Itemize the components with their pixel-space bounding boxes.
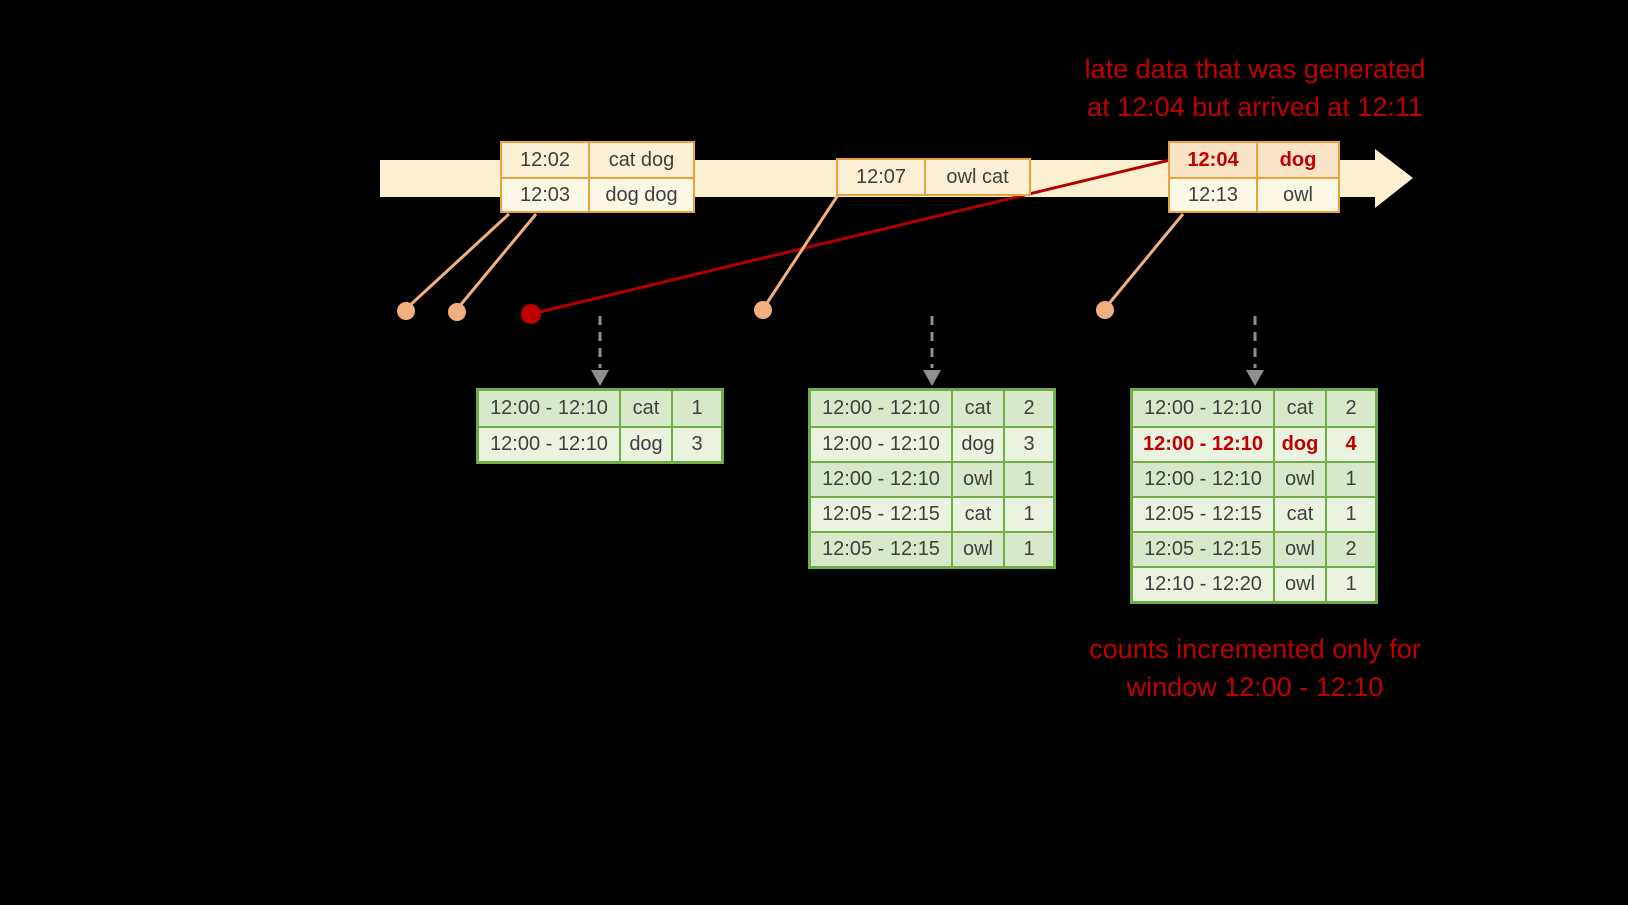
event-row-late: 12:04 dog bbox=[1170, 143, 1338, 177]
table-row: 12:00 - 12:10 cat 2 bbox=[1133, 391, 1375, 426]
leader-line-1213 bbox=[1105, 213, 1185, 307]
timeline-arrowhead-icon bbox=[1375, 149, 1413, 208]
word-cell: dog bbox=[953, 428, 1005, 461]
window-cell: 12:10 - 12:20 bbox=[1133, 568, 1275, 601]
trigger-arrowhead-icon-2 bbox=[923, 370, 941, 386]
window-cell: 12:00 - 12:10 bbox=[811, 428, 953, 461]
table-row: 12:05 - 12:15 owl 2 bbox=[1133, 531, 1375, 566]
window-cell: 12:00 - 12:10 bbox=[811, 391, 953, 426]
event-words: dog bbox=[1258, 143, 1338, 177]
event-time: 12:02 bbox=[502, 143, 590, 177]
word-cell: owl bbox=[1275, 568, 1327, 601]
arrival-dot-1202 bbox=[397, 302, 415, 320]
trigger-arrowhead-icon-3 bbox=[1246, 370, 1264, 386]
event-time: 12:04 bbox=[1170, 143, 1258, 177]
event-words: cat dog bbox=[590, 143, 693, 177]
window-cell: 12:00 - 12:10 bbox=[1133, 428, 1275, 461]
word-cell: owl bbox=[1275, 463, 1327, 496]
count-cell: 4 bbox=[1327, 428, 1375, 461]
word-cell: owl bbox=[1275, 533, 1327, 566]
arrival-dot-1203 bbox=[448, 303, 466, 321]
trigger-arrows bbox=[598, 316, 1257, 368]
counts-annotation-line1: counts incremented only for bbox=[1089, 634, 1421, 664]
late-data-line bbox=[530, 158, 1171, 316]
window-cell: 12:00 - 12:10 bbox=[811, 463, 953, 496]
event-box-1202-1203: 12:02 cat dog 12:03 dog dog bbox=[500, 141, 695, 213]
trigger-arrowheads bbox=[591, 370, 1264, 386]
table-row: 12:05 - 12:15 cat 1 bbox=[811, 496, 1053, 531]
window-cell: 12:00 - 12:10 bbox=[1133, 391, 1275, 426]
event-row: 12:02 cat dog bbox=[502, 143, 693, 177]
arrival-dot-1207 bbox=[754, 301, 772, 319]
count-cell: 2 bbox=[1005, 391, 1053, 426]
late-data-annotation: late data that was generated at 12:04 bu… bbox=[1020, 50, 1490, 126]
counts-incremented-annotation: counts incremented only for window 12:00… bbox=[1020, 630, 1490, 706]
table-row-updated-late: 12:00 - 12:10 dog 4 bbox=[1133, 426, 1375, 461]
count-cell: 3 bbox=[1005, 428, 1053, 461]
window-cell: 12:00 - 12:10 bbox=[1133, 463, 1275, 496]
window-cell: 12:05 - 12:15 bbox=[1133, 533, 1275, 566]
count-cell: 1 bbox=[1005, 463, 1053, 496]
late-data-annotation-line1: late data that was generated bbox=[1084, 54, 1426, 84]
event-words: owl bbox=[1258, 179, 1338, 211]
table-row: 12:10 - 12:20 owl 1 bbox=[1133, 566, 1375, 601]
word-cell: dog bbox=[1275, 428, 1327, 461]
table-row: 12:00 - 12:10 owl 1 bbox=[1133, 461, 1375, 496]
trigger-arrowhead-icon-1 bbox=[591, 370, 609, 386]
event-row: 12:03 dog dog bbox=[502, 177, 693, 211]
leader-line-1207 bbox=[763, 194, 840, 307]
word-cell: dog bbox=[621, 428, 673, 461]
count-cell: 1 bbox=[1327, 498, 1375, 531]
word-cell: owl bbox=[953, 533, 1005, 566]
counts-annotation-line2: window 12:00 - 12:10 bbox=[1126, 672, 1384, 702]
table-row: 12:05 - 12:15 owl 1 bbox=[811, 531, 1053, 566]
event-box-1207: 12:07 owl cat bbox=[836, 158, 1031, 196]
late-data-annotation-line2: at 12:04 but arrived at 12:11 bbox=[1087, 92, 1423, 122]
table-row: 12:00 - 12:10 cat 1 bbox=[479, 391, 721, 426]
count-cell: 1 bbox=[1327, 463, 1375, 496]
table-row: 12:00 - 12:10 owl 1 bbox=[811, 461, 1053, 496]
window-cell: 12:00 - 12:10 bbox=[479, 428, 621, 461]
word-cell: cat bbox=[1275, 391, 1327, 426]
count-cell: 1 bbox=[1005, 498, 1053, 531]
word-cell: cat bbox=[953, 391, 1005, 426]
table-row: 12:00 - 12:10 dog 3 bbox=[811, 426, 1053, 461]
event-time: 12:07 bbox=[838, 160, 926, 194]
word-cell: cat bbox=[953, 498, 1005, 531]
count-cell: 3 bbox=[673, 428, 721, 461]
word-cell: cat bbox=[1275, 498, 1327, 531]
count-cell: 1 bbox=[1005, 533, 1053, 566]
window-cell: 12:05 - 12:15 bbox=[811, 498, 953, 531]
count-cell: 2 bbox=[1327, 391, 1375, 426]
result-table-3: 12:00 - 12:10 cat 2 12:00 - 12:10 dog 4 … bbox=[1130, 388, 1378, 604]
late-arrival-dot-1204 bbox=[521, 304, 541, 324]
count-cell: 1 bbox=[673, 391, 721, 426]
window-cell: 12:05 - 12:15 bbox=[1133, 498, 1275, 531]
result-table-2: 12:00 - 12:10 cat 2 12:00 - 12:10 dog 3 … bbox=[808, 388, 1056, 569]
window-cell: 12:00 - 12:10 bbox=[479, 391, 621, 426]
window-cell: 12:05 - 12:15 bbox=[811, 533, 953, 566]
table-row: 12:00 - 12:10 cat 2 bbox=[811, 391, 1053, 426]
event-words: dog dog bbox=[590, 179, 693, 211]
result-table-1: 12:00 - 12:10 cat 1 12:00 - 12:10 dog 3 bbox=[476, 388, 724, 464]
leader-line-1203 bbox=[456, 213, 538, 309]
word-cell: cat bbox=[621, 391, 673, 426]
table-row: 12:05 - 12:15 cat 1 bbox=[1133, 496, 1375, 531]
arrival-dot-1213 bbox=[1096, 301, 1114, 319]
count-cell: 2 bbox=[1327, 533, 1375, 566]
event-row: 12:07 owl cat bbox=[838, 160, 1029, 194]
word-cell: owl bbox=[953, 463, 1005, 496]
event-row: 12:13 owl bbox=[1170, 177, 1338, 211]
leader-line-1202 bbox=[405, 212, 511, 310]
event-box-1204-1213: 12:04 dog 12:13 owl bbox=[1168, 141, 1340, 213]
event-time: 12:03 bbox=[502, 179, 590, 211]
event-words: owl cat bbox=[926, 160, 1029, 194]
event-time: 12:13 bbox=[1170, 179, 1258, 211]
table-row: 12:00 - 12:10 dog 3 bbox=[479, 426, 721, 461]
count-cell: 1 bbox=[1327, 568, 1375, 601]
